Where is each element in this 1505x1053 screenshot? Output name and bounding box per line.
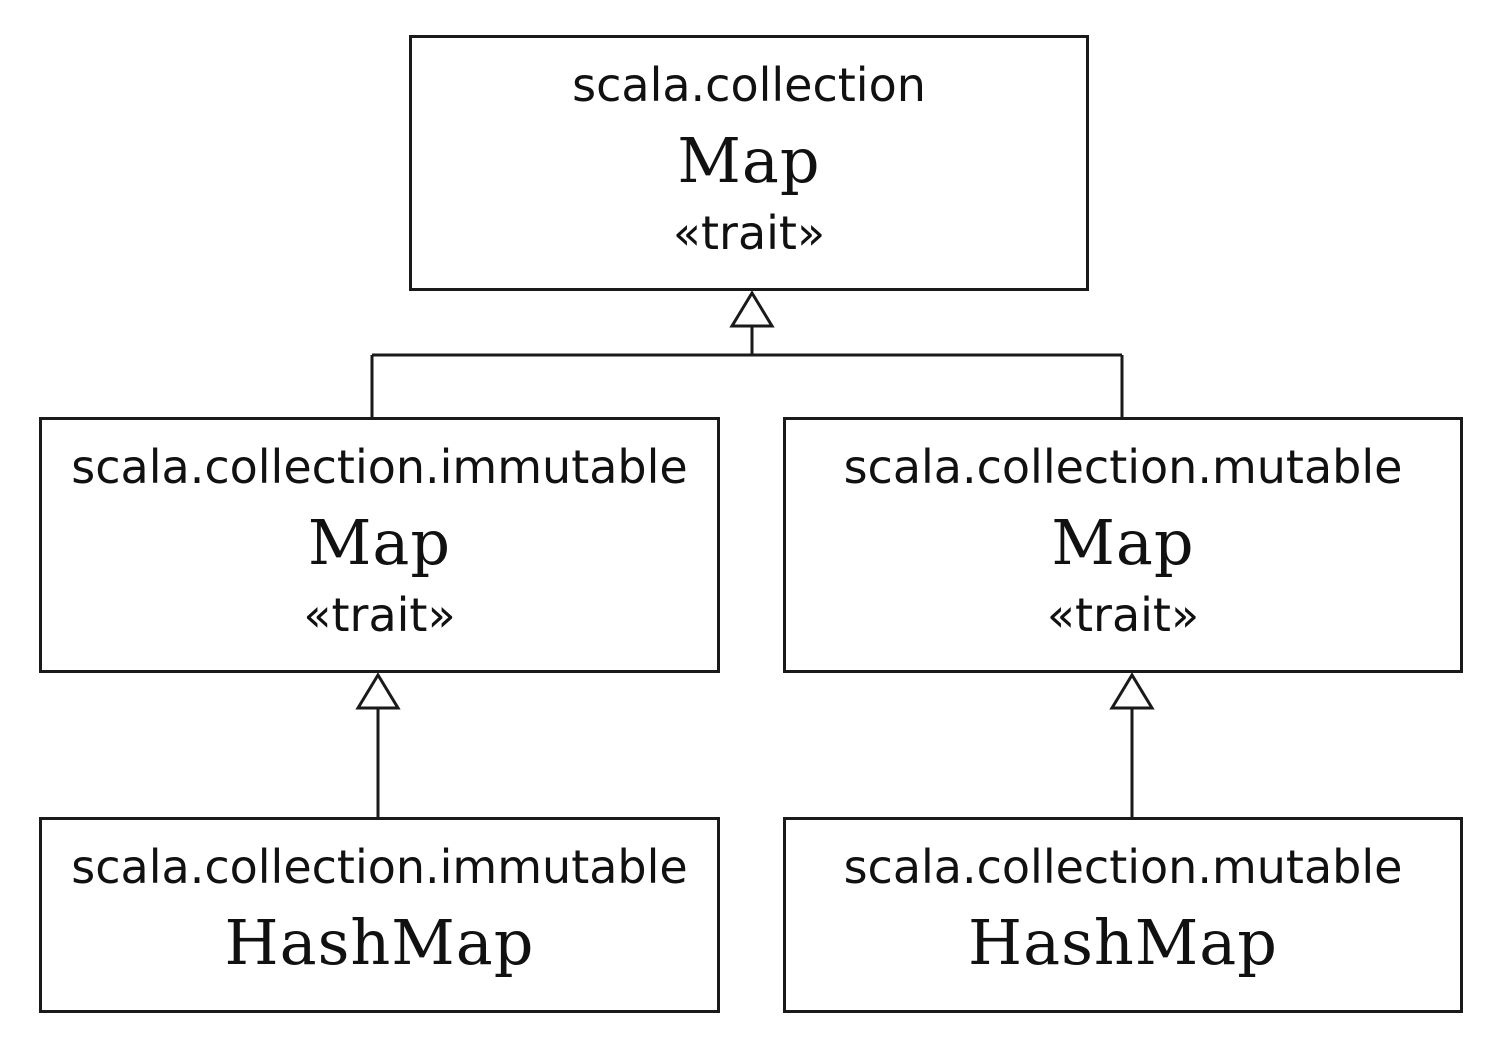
package-label: scala.collection.immutable	[71, 440, 688, 494]
package-label: scala.collection.immutable	[71, 840, 688, 894]
class-name: Map	[307, 506, 452, 579]
class-name: Map	[1051, 506, 1195, 579]
node-mutable-hashmap: scala.collection.mutable HashMap	[783, 817, 1463, 1013]
class-name: HashMap	[224, 906, 535, 979]
inheritance-arrowhead-immutable-map	[355, 672, 401, 710]
inheritance-arrowhead-root	[729, 290, 775, 328]
node-scala-collection-map: scala.collection Map «trait»	[409, 35, 1089, 291]
node-mutable-map: scala.collection.mutable Map «trait»	[783, 417, 1463, 673]
stereotype-label: «trait»	[1046, 588, 1200, 642]
class-name: Map	[677, 124, 821, 197]
class-name: HashMap	[968, 906, 1278, 979]
package-label: scala.collection.mutable	[843, 440, 1403, 494]
inheritance-arrowhead-mutable-map	[1109, 672, 1155, 710]
node-immutable-map: scala.collection.immutable Map «trait»	[39, 417, 720, 673]
package-label: scala.collection	[572, 58, 926, 112]
stereotype-label: «trait»	[303, 588, 456, 642]
stereotype-label: «trait»	[672, 206, 826, 260]
package-label: scala.collection.mutable	[843, 840, 1403, 894]
node-immutable-hashmap: scala.collection.immutable HashMap	[39, 817, 720, 1013]
